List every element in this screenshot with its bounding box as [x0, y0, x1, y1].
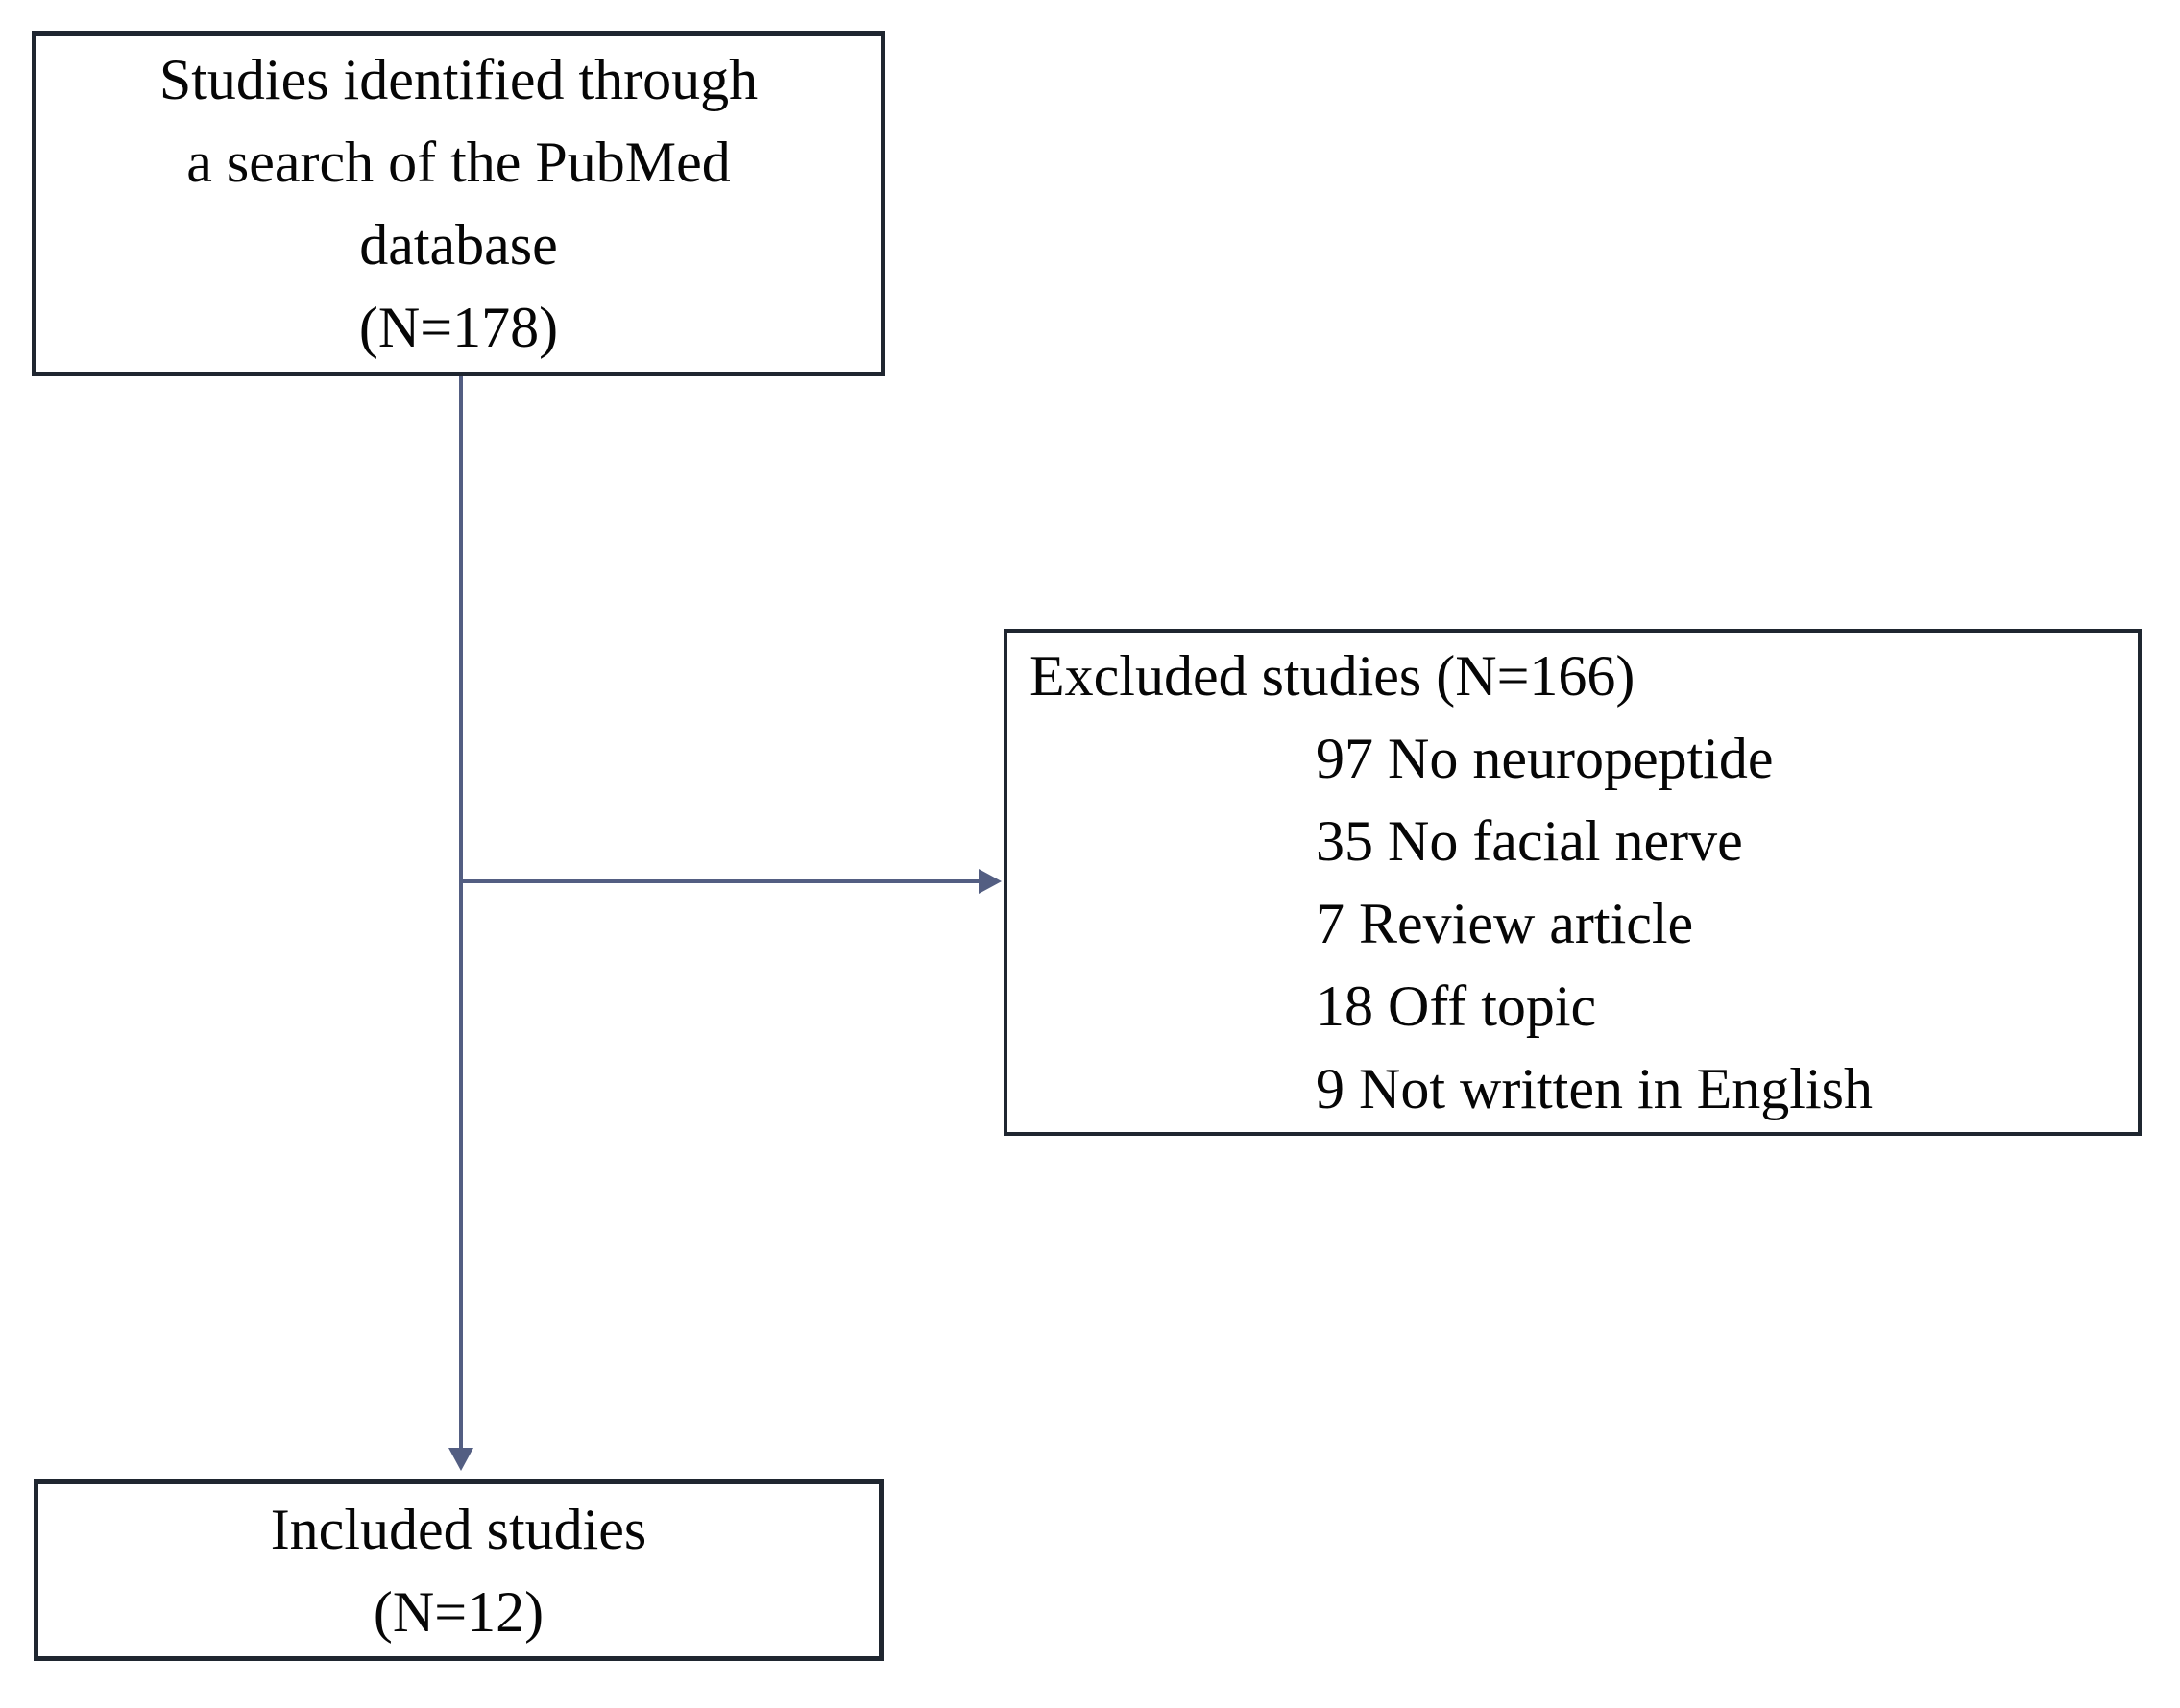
excluded-studies-title: Excluded studies (N=166) [1029, 644, 1635, 708]
excluded-reason-item: 97 No neuropeptide [1316, 727, 1774, 790]
connector-horizontal-line [463, 879, 981, 883]
identified-studies-line: Studies identified through [158, 48, 759, 111]
identified-studies-count: (N=178) [358, 296, 559, 359]
arrow-right-icon [979, 869, 1002, 894]
included-studies-count: (N=12) [373, 1579, 545, 1644]
excluded-reason-item: 18 Off topic [1316, 974, 1597, 1038]
included-studies-box: Included studies (N=12) [34, 1479, 884, 1661]
arrow-down-icon [448, 1448, 473, 1471]
excluded-studies-box: Excluded studies (N=166) 97 No neuropept… [1004, 629, 2142, 1136]
included-studies-line: Included studies [270, 1497, 647, 1561]
excluded-reason-item: 9 Not written in English [1316, 1057, 1873, 1120]
identified-studies-box: Studies identified through a search of t… [32, 31, 885, 376]
excluded-reason-item: 35 No facial nerve [1316, 809, 1743, 873]
identified-studies-line: a search of the PubMed [186, 131, 731, 194]
identified-studies-line: database [359, 213, 558, 277]
excluded-reason-item: 7 Review article [1316, 892, 1694, 955]
connector-vertical-line [459, 376, 463, 1448]
